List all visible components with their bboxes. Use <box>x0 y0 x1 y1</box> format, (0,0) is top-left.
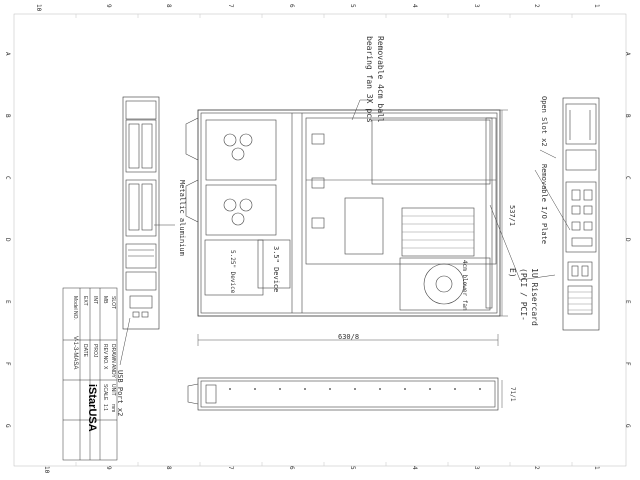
slot-label: SLOT <box>110 296 116 310</box>
col-marker: 6 <box>288 466 295 470</box>
ext-label: EXT <box>82 296 88 306</box>
row-marker: F <box>4 362 11 366</box>
device-525-label: 5.25" Device <box>229 250 236 294</box>
col-marker: 5 <box>349 4 356 8</box>
scale-value: 1:1 <box>102 404 108 411</box>
unit-label: UNIT <box>110 384 116 396</box>
col-marker: 7 <box>227 466 234 470</box>
unit-value: mm <box>110 404 116 413</box>
model-value: V-1-3-MASA <box>72 336 78 370</box>
mb-label: MB <box>102 296 108 304</box>
col-marker: 8 <box>165 4 172 8</box>
side-view <box>187 377 499 411</box>
col-marker: 1 <box>593 466 600 470</box>
col-marker: 2 <box>533 466 540 470</box>
leader-lines <box>119 99 571 366</box>
usb-label: USB Port x2 <box>116 370 124 417</box>
row-marker: D <box>624 238 631 242</box>
col-marker: 4 <box>411 466 418 470</box>
col-marker: 9 <box>105 466 112 470</box>
open-slot-label: Open Slot x2 <box>540 96 548 147</box>
row-marker: B <box>624 114 631 118</box>
rev-no-label: REV NO. <box>102 344 108 365</box>
row-marker: G <box>624 424 631 428</box>
row-marker: C <box>624 176 631 180</box>
col-marker: 3 <box>473 466 480 470</box>
col-marker: 10 <box>35 4 42 12</box>
row-marker: D <box>4 238 11 242</box>
row-marker: C <box>4 176 11 180</box>
title-block <box>62 287 118 461</box>
col-marker: 7 <box>227 4 234 8</box>
row-marker: B <box>4 114 11 118</box>
rev-value: X <box>102 366 108 370</box>
col-marker: 6 <box>288 4 295 8</box>
row-marker: E <box>4 300 11 304</box>
metallic-label: Metallic aluminium <box>178 180 186 256</box>
col-marker: 9 <box>105 4 112 8</box>
row-marker: F <box>624 362 631 366</box>
col-marker: 10 <box>43 466 50 474</box>
row-marker: E <box>624 300 631 304</box>
row-marker: A <box>4 52 11 56</box>
sheet-border <box>13 13 627 467</box>
col-marker: 3 <box>473 4 480 8</box>
model-label: Model NO. <box>72 296 78 320</box>
col-marker: 2 <box>533 4 540 8</box>
date-label: DATE <box>82 344 88 357</box>
blower-label: 4cm blower fan <box>461 260 468 311</box>
brand-logo: iStarUSA <box>86 384 98 432</box>
fan-label: Removable 4cm ball bearing fan 3X pcs <box>365 36 385 123</box>
drawn-label: DRAWN <box>110 344 116 363</box>
int-label: INT <box>92 296 98 305</box>
col-marker: 8 <box>165 466 172 470</box>
zone-ticks <box>75 14 573 466</box>
row-marker: G <box>4 424 11 428</box>
top-view <box>185 109 501 317</box>
device-35-label: 3.5" Device <box>272 246 280 293</box>
front-view <box>122 96 160 330</box>
proj-label: PROJ <box>92 344 98 358</box>
dimension-lines <box>197 109 508 408</box>
col-marker: 4 <box>411 4 418 8</box>
dimension-depth: 537/1 <box>508 205 516 227</box>
dimension-width: 630/8 <box>338 333 360 341</box>
drawn-value: ANDY <box>110 364 116 378</box>
row-marker: A <box>624 52 631 56</box>
dimension-height: 71/1 <box>509 387 516 402</box>
rear-view <box>562 97 600 331</box>
riser-label: 1U Risercard (PCI / PCI-E) <box>508 268 539 326</box>
scale-label: SCALE <box>102 384 108 401</box>
col-marker: 1 <box>593 4 600 8</box>
io-plate-label: Removable I/O Plate <box>540 164 548 245</box>
col-marker: 5 <box>349 466 356 470</box>
